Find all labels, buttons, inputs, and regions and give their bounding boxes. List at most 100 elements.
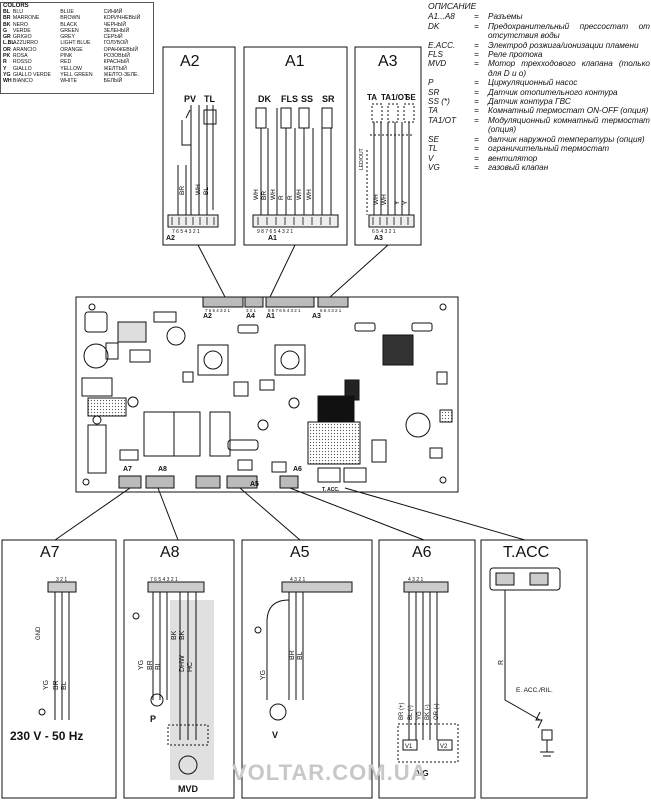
a8-wire-bl: BL <box>155 661 162 670</box>
board-a5-label: A5 <box>250 481 259 488</box>
a2-wiring <box>177 105 217 215</box>
a2-box <box>162 46 236 246</box>
a7-voltage: 230 V - 50 Hz <box>10 729 83 743</box>
a2-title: A2 <box>180 53 200 70</box>
board-tacc-label: T. ACC. <box>322 487 340 493</box>
color-en: RED <box>60 59 72 66</box>
a7-wire-gnd: GND <box>36 626 42 640</box>
a1-connector-label: A1 <box>268 235 277 242</box>
description-code: TA1/OT <box>428 115 457 125</box>
watermark: VOLTAR.COM.UA <box>232 760 428 785</box>
description-item: TA1/OT=Модуляционный комнатный термостат… <box>428 116 650 135</box>
color-ru: ЧЕРНЫЙ <box>103 21 127 28</box>
a8-wire-bk-1: BK <box>171 630 178 640</box>
color-code: R <box>3 59 7 66</box>
color-it: GIALLO VERDE <box>12 71 51 78</box>
a7-pin-numbers: 3 2 1 <box>56 577 67 583</box>
a1-box <box>243 46 348 246</box>
color-code: BR <box>3 15 11 22</box>
description-eq: = <box>474 144 479 154</box>
a1-title: A1 <box>285 53 305 70</box>
a2-wire-label: BR <box>179 186 186 195</box>
color-it: MARRONE <box>12 15 40 22</box>
board-a3-pins: 6 5 4 3 2 1 <box>320 308 342 313</box>
a5-wire-bl: BL <box>297 651 304 660</box>
a8-wire-yg: YG <box>138 660 145 670</box>
a8-pump-label: P <box>150 714 156 724</box>
color-ru: ЖЕЛТЫЙ <box>103 65 127 72</box>
a6-wire-or-minus: OR (-) <box>434 703 440 720</box>
a6-wire-bl-minus: BL (-) <box>408 705 414 720</box>
a3-title: A3 <box>378 53 398 70</box>
a3-component-ta1ot: TA1/OT <box>381 93 409 102</box>
description-eq: = <box>474 106 479 116</box>
color-ru: ЖЕЛТО-ЗЕЛЕ. <box>103 71 139 78</box>
color-ru: КРАСНЫЙ <box>103 59 129 66</box>
description-eq: = <box>474 162 479 172</box>
a3-component-se: SE <box>405 93 416 102</box>
a8-wire-hc: HC <box>187 662 194 672</box>
a7-wire-br: BR <box>53 680 60 690</box>
a8-wire-br: BR <box>147 660 154 670</box>
color-code: L.BL <box>3 40 15 47</box>
board-a1-pins: 9 8 7 6 5 4 3 2 1 <box>268 308 301 313</box>
a3-connector-label: A3 <box>374 235 383 242</box>
color-code: G <box>3 27 8 34</box>
a5-pin-numbers: 4 3 2 1 <box>290 577 306 583</box>
color-code: WH <box>3 78 12 85</box>
color-it: GRIGIO <box>12 34 32 41</box>
a2-pin-numbers: 7 6 5 4 3 2 1 <box>172 229 200 235</box>
a1-component-fls: FLS <box>281 94 298 104</box>
color-en: BLACK <box>60 21 78 28</box>
color-it: BLU <box>12 9 23 15</box>
description-item: A1...A8=Разъемы <box>428 12 650 21</box>
a1-wire-label: BR <box>261 191 268 200</box>
description-eq: = <box>474 78 479 88</box>
description-desc: Мотор трехходового клапана (только для D… <box>488 59 650 78</box>
a1-wire-label: R <box>287 195 294 200</box>
color-code: PK <box>3 53 11 60</box>
description-desc: вентилятор <box>488 153 538 163</box>
description-desc: Датчик контура ГВС <box>488 97 571 107</box>
color-en: YELL GREEN <box>60 71 93 78</box>
description-item: VG=газовый клапан <box>428 163 650 172</box>
description-eq: = <box>474 59 479 69</box>
a3-wire-label: Y <box>402 200 409 205</box>
a6-wiring <box>397 581 459 763</box>
a1-wire-label: WH <box>306 189 313 200</box>
color-code: YG <box>3 71 11 78</box>
a1-wire-label: WH <box>296 189 303 200</box>
a6-wire-bk-minus: BK (-) <box>425 704 431 720</box>
a6-box <box>378 539 476 799</box>
description-desc: Датчик отопительного контура <box>488 87 618 97</box>
description-code: VG <box>428 162 440 172</box>
a1-component-dk: DK <box>258 94 271 104</box>
color-it: VERDE <box>12 27 31 34</box>
color-en: BLUE <box>60 9 74 15</box>
color-ru: ОРАНЖЕВЫЙ <box>103 46 139 53</box>
a8-box <box>123 539 235 799</box>
a2-wire-label: WH <box>195 184 202 195</box>
color-ru: КОРИЧНЕВЫЙ <box>103 15 141 22</box>
description-eq: = <box>474 115 479 125</box>
color-en: YELLOW <box>60 65 82 72</box>
tacc-wire-r: R <box>498 660 505 665</box>
description-code: DK <box>428 21 440 31</box>
description-item: DK=Предохранительный прессостат от отсут… <box>428 22 650 41</box>
a1-pin-numbers: 9 8 7 6 5 4 3 2 1 <box>257 229 293 235</box>
color-ru: ЗЕЛЕНЫЙ <box>103 27 130 34</box>
a1-wire-label: WH <box>253 189 260 200</box>
a8-wire-dhw: DHW <box>179 655 186 672</box>
color-en: PINK <box>60 53 73 60</box>
a5-wire-br: BR <box>289 650 296 660</box>
a6-wire-yg: YG <box>417 711 423 720</box>
